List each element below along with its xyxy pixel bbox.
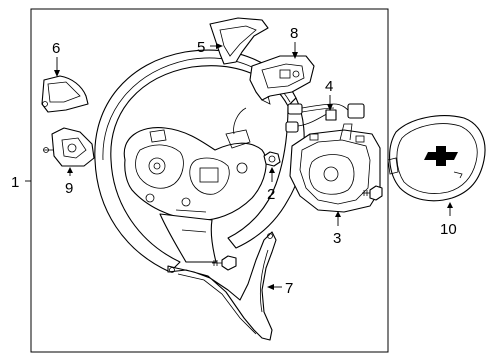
- callout-7-arrowhead: [267, 284, 274, 290]
- airbag-module: [387, 115, 486, 202]
- callout-1: 1: [11, 174, 19, 191]
- assembly-frame: [30, 8, 389, 353]
- airbag-screw: [362, 185, 383, 201]
- right-switch-assembly: [249, 55, 315, 105]
- callout-6: 6: [52, 40, 60, 57]
- callout-4-arrowhead: [327, 104, 333, 111]
- callout-9-arrowhead: [67, 167, 73, 173]
- callout-2-arrowhead: [269, 167, 275, 173]
- callout-5: 5: [197, 39, 205, 56]
- left-switch-assembly: [43, 127, 95, 167]
- callout-10-arrowhead: [447, 202, 453, 208]
- emblem-icon: [424, 146, 458, 166]
- callout-10: 10: [440, 221, 457, 238]
- callout-9: 9: [65, 180, 73, 197]
- callout-4: 4: [325, 78, 333, 95]
- callout-2: 2: [267, 186, 275, 203]
- callout-8: 8: [290, 25, 298, 42]
- callout-7: 7: [285, 280, 293, 297]
- callout-6-arrowhead: [54, 70, 60, 77]
- trim-screw: [212, 255, 237, 271]
- callout-3-arrowhead: [335, 211, 341, 217]
- wiring-harness: [285, 103, 365, 133]
- wheel-bolt: [263, 151, 281, 167]
- callout-8-arrowhead: [292, 52, 298, 59]
- callout-5-arrowhead: [216, 43, 223, 49]
- callout-3: 3: [333, 230, 341, 247]
- left-switch-cover: [41, 75, 89, 113]
- lower-trim-bezel: [167, 231, 277, 341]
